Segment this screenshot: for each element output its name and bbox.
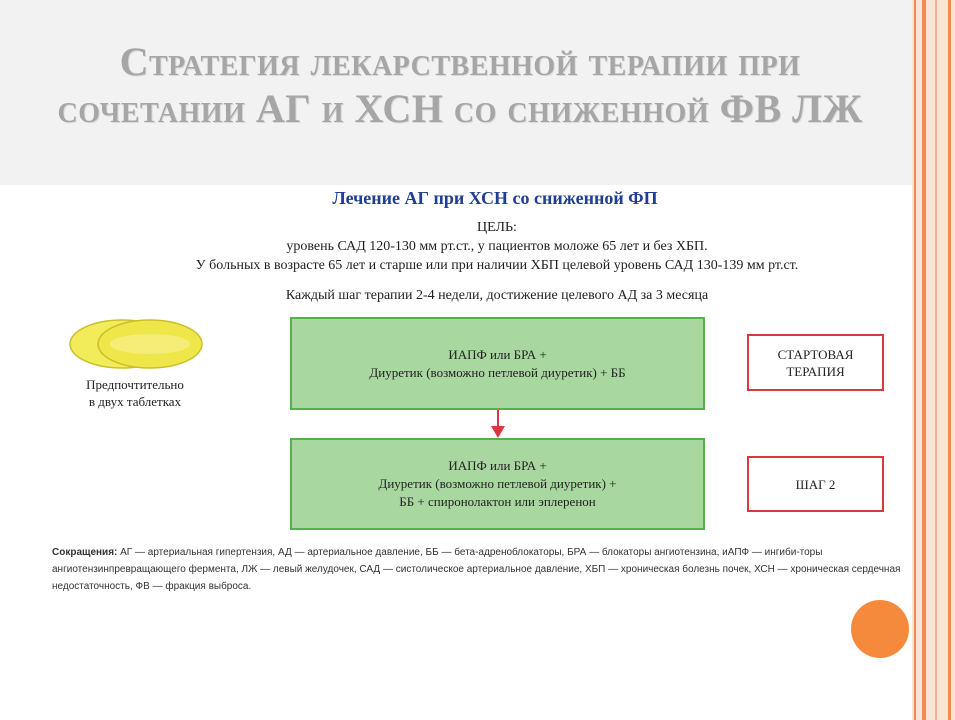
down-arrow-icon (491, 410, 505, 438)
slide-title-line1: Стратегия лекарственной терапии при (119, 39, 801, 84)
pill-caption: Предпочтительно в двух таблетках (60, 376, 210, 410)
step-duration-note: Каждый шаг терапии 2-4 недели, достижени… (285, 288, 709, 303)
step2-box: ИАПФ или БРА + Диуретик (возможно петлев… (290, 438, 705, 530)
decor-orange-circle (851, 600, 909, 658)
decor-stripe (912, 0, 955, 720)
step2-line3: ББ + спиронолактон или эплеренон (399, 494, 596, 509)
abbreviations-label: Сокращения: (52, 547, 118, 558)
step2-line2: Диуретик (возможно петлевой диуретик) + (378, 476, 617, 491)
slide-title: Стратегия лекарственной терапии при соче… (20, 38, 900, 132)
start-therapy-label: СТАРТОВАЯ ТЕРАПИЯ (747, 334, 884, 391)
two-pills-icon (69, 319, 203, 369)
figure-heading: Лечение АГ при ХСН со сниженной ФП (332, 188, 658, 208)
slide-title-line2: сочетании АГ и ХСН со сниженной ФВ ЛЖ (57, 86, 863, 131)
abbreviations: Сокращения: АГ — артериальная гипертензи… (52, 544, 912, 595)
pill-caption-line2: в двух таблетках (88, 394, 182, 409)
step1-line1: ИАПФ или БРА + (448, 346, 547, 362)
goal-label: ЦЕЛЬ: (477, 220, 517, 235)
start-therapy-label-line2: ТЕРАПИЯ (786, 363, 845, 379)
decor-stripe (914, 0, 916, 720)
decor-stripe (935, 0, 937, 720)
step1-box: ИАПФ или БРА + Диуретик (возможно петлев… (290, 317, 705, 410)
abbreviations-text: АГ — артериальная гипертензия, АД — арте… (52, 547, 901, 592)
decor-stripe (948, 0, 951, 720)
step2-line1: ИАПФ или БРА + (448, 458, 547, 473)
start-therapy-label-line1: СТАРТОВАЯ (777, 346, 854, 362)
decor-stripe (922, 0, 926, 720)
title-band (0, 0, 912, 185)
goal-line-2: У больных в возрасте 65 лет и старше или… (195, 258, 799, 273)
goal-line-1: уровень САД 120-130 мм рт.ст., у пациент… (286, 239, 708, 254)
step1-line2: Диуретик (возможно петлевой диуретик) + … (369, 364, 626, 380)
step2-label-text: ШАГ 2 (795, 476, 836, 492)
pill-caption-line1: Предпочтительно (86, 377, 184, 392)
step2-label: ШАГ 2 (747, 456, 884, 512)
